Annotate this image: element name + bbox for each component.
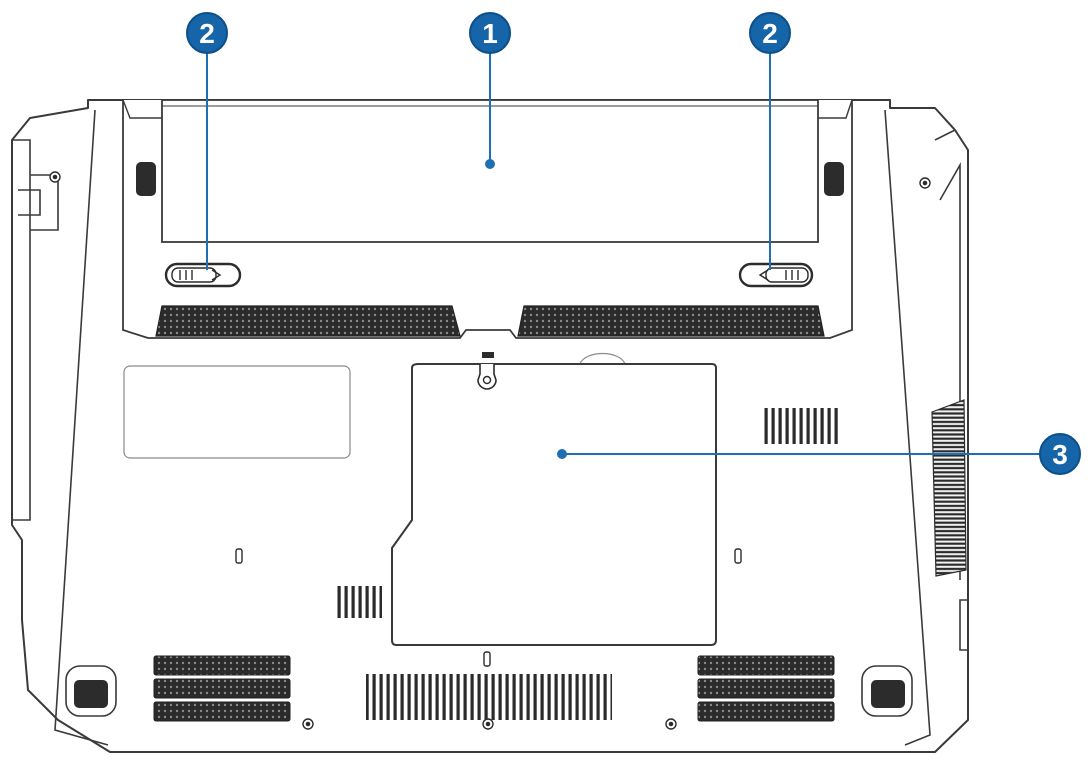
leader-lines: [206, 52, 1040, 459]
side-grille: [931, 399, 967, 577]
callout-2-left: 2: [186, 12, 228, 54]
svg-text:3: 3: [1052, 439, 1068, 470]
callout-3: 3: [1039, 433, 1081, 475]
battery-latch-right: [738, 262, 814, 288]
screws: [49, 171, 931, 730]
svg-text:1: 1: [482, 18, 498, 49]
battery-vent-right: [517, 305, 825, 337]
vent-upper-right: [762, 408, 840, 444]
vent-bottom-center: [366, 674, 612, 720]
compartment-cover: [391, 352, 717, 667]
rubber-foot-right: [861, 665, 913, 717]
battery-bay: [122, 99, 853, 339]
battery-latch-left: [164, 262, 242, 288]
vent-middle-left: [336, 586, 382, 618]
speaker-grille-right: [697, 655, 835, 722]
speaker-grille-left: [153, 655, 291, 722]
svg-text:2: 2: [199, 18, 215, 49]
callout-1: 1: [469, 12, 511, 54]
rubber-foot-left: [65, 665, 117, 717]
svg-text:2: 2: [762, 18, 778, 49]
label-area: [123, 365, 351, 459]
callout-2-right: 2: [749, 12, 791, 54]
battery-vent-left: [155, 305, 461, 337]
